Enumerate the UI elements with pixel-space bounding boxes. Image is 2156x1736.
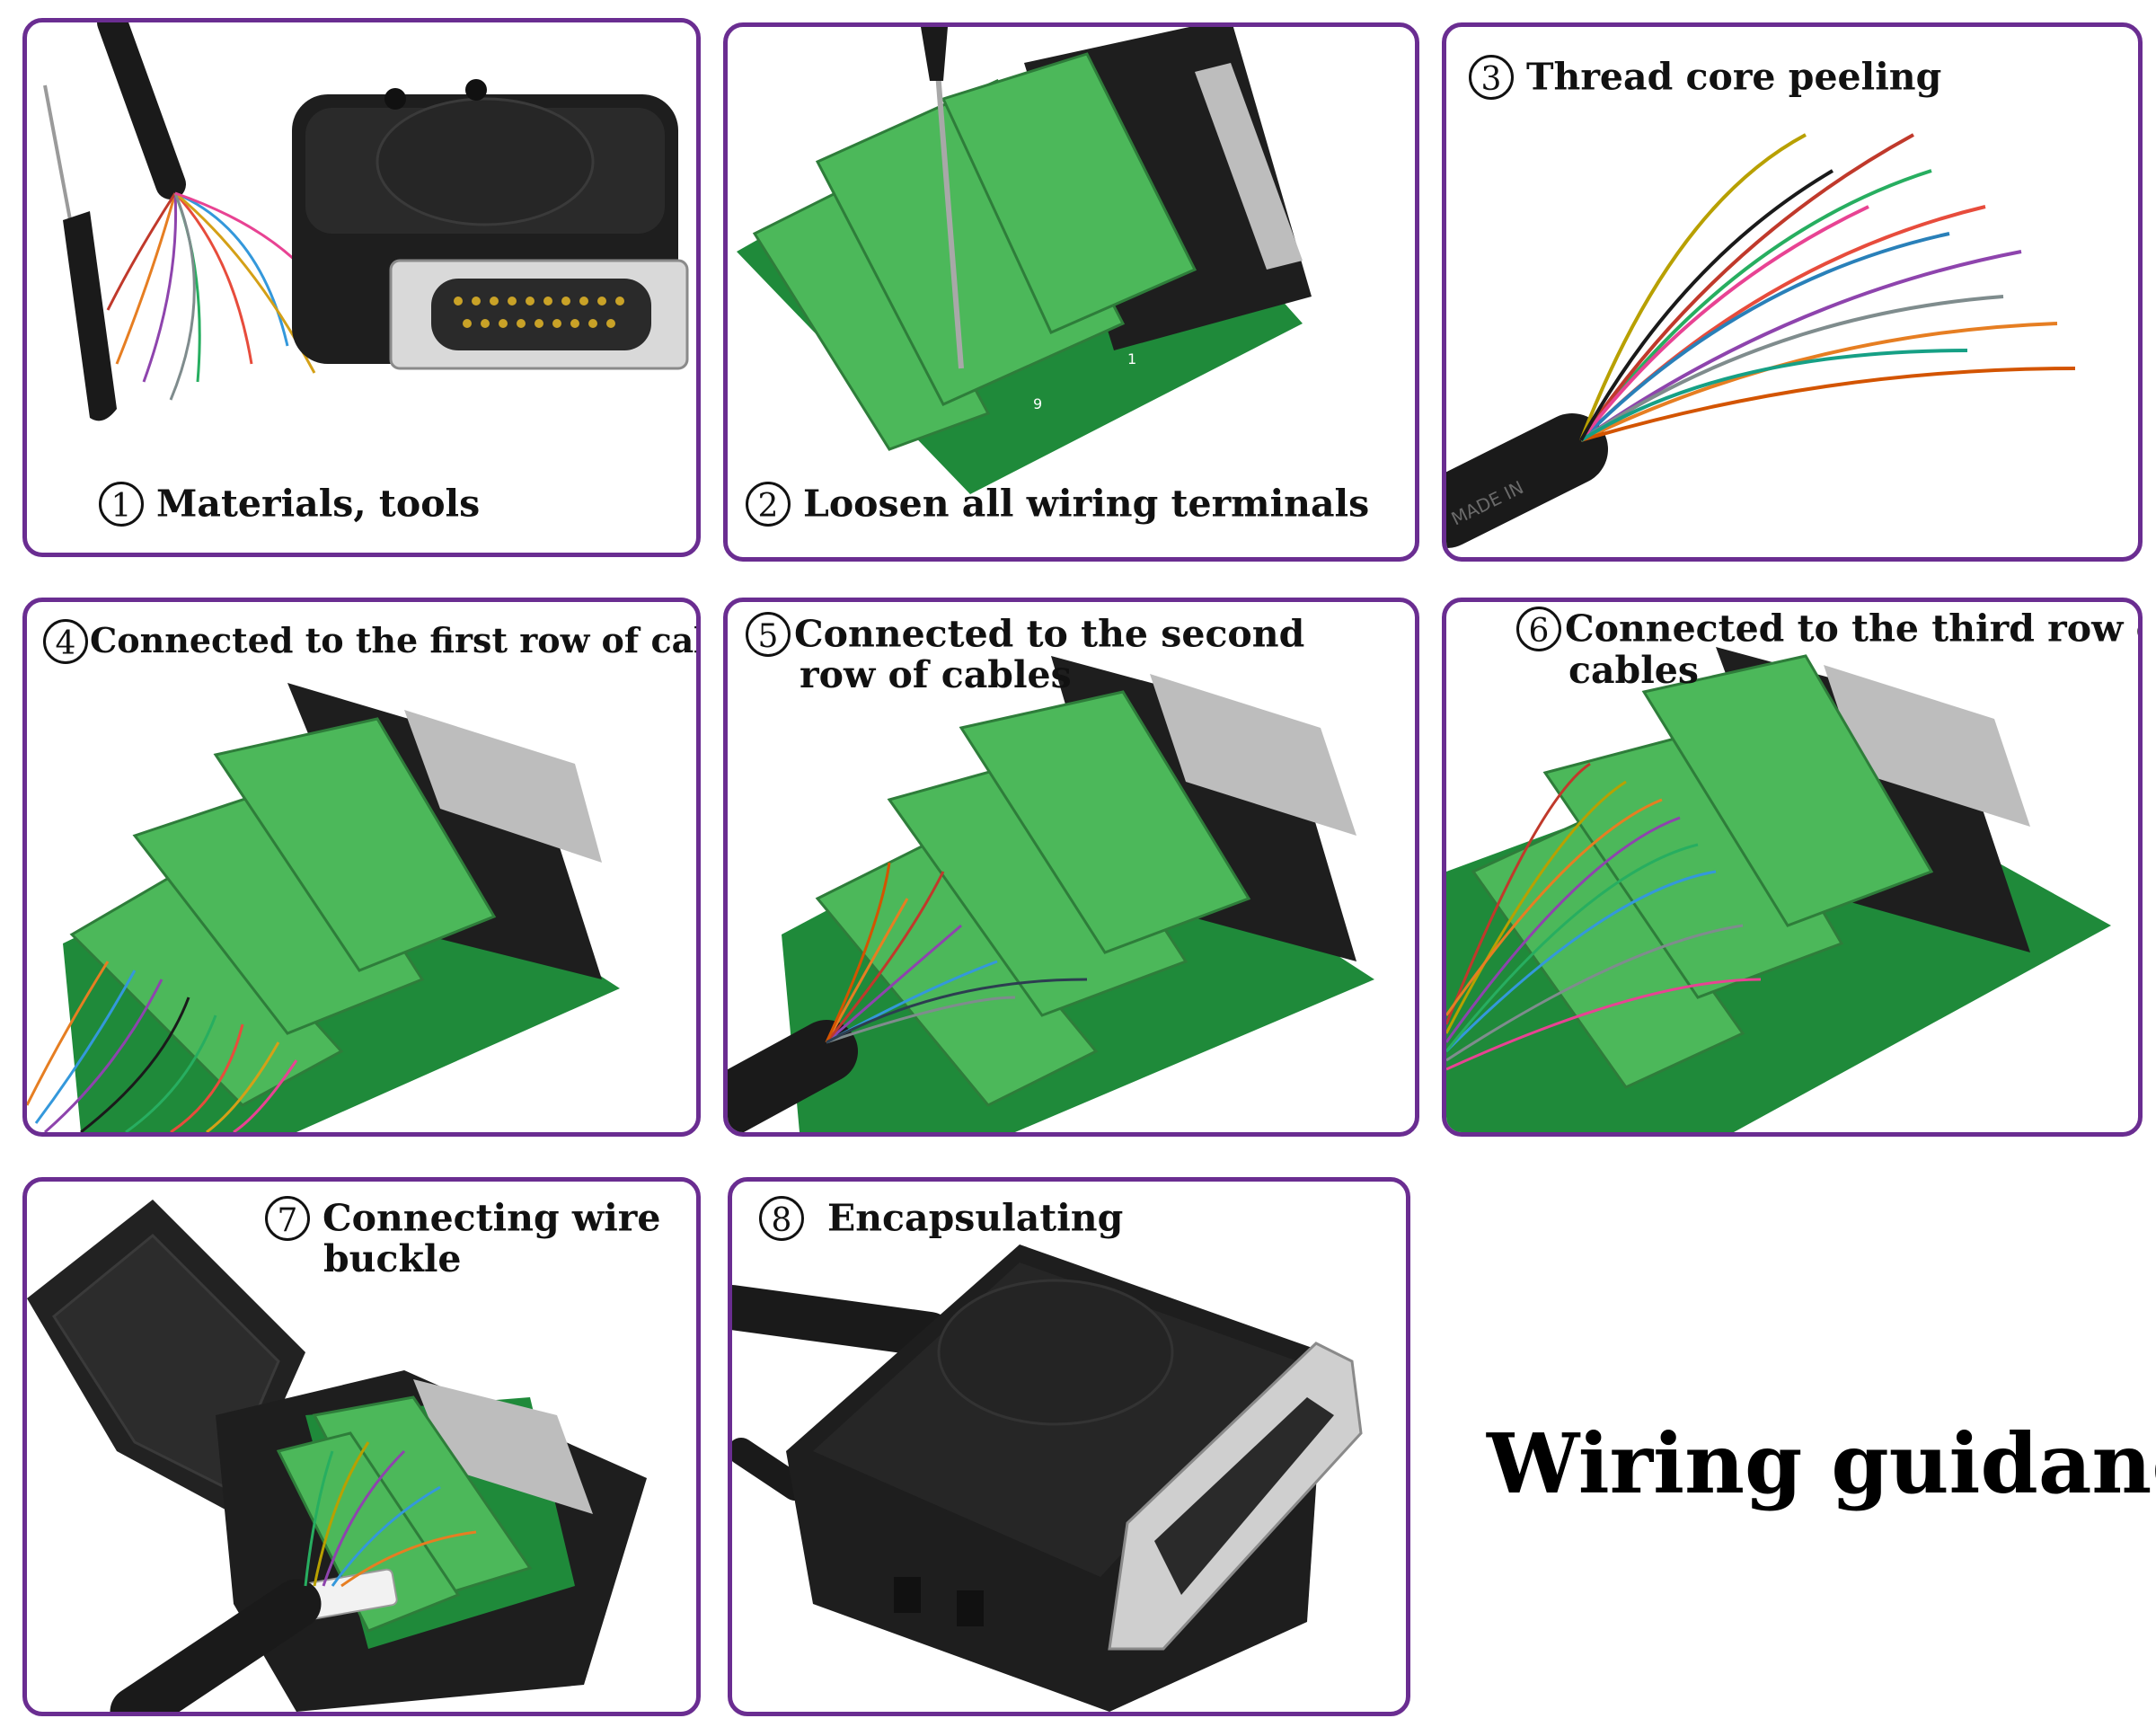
step-5-number: 5 (746, 611, 791, 657)
step-2-image (737, 27, 1312, 494)
step-6-image (1446, 647, 2111, 1132)
step-6-label-line2: cables (1568, 649, 1699, 692)
page-title: Wiring guidance (1487, 1415, 2156, 1512)
step-7-number: 7 (265, 1195, 310, 1241)
step-7-caption: 7 Connecting wire (265, 1193, 660, 1241)
step-1-image (43, 22, 689, 421)
step-3-image: MADE IN (1446, 133, 2076, 548)
step-7-label-line1: Connecting wire (323, 1196, 661, 1240)
step-5-label-line2: row of cables (800, 653, 1072, 696)
step-8-number: 8 (759, 1195, 804, 1241)
step-8-image (732, 1244, 1363, 1712)
step-3-caption: 3 Thread core peeling (1469, 52, 1941, 100)
step-3-panel: MADE IN 3 Thread core peeling (1442, 22, 2143, 562)
step-1-number: 1 (99, 481, 144, 527)
step-2-caption: 2 Loosen all wiring terminals (746, 479, 1369, 527)
step-3-number: 3 (1469, 54, 1514, 100)
step-8-label: Encapsulating (827, 1196, 1124, 1240)
step-5-label-line1: Connected to the second (794, 612, 1305, 656)
step-6-label-line1: Connected to the third row of (1565, 607, 2143, 651)
step-1-label: Materials, tools (156, 482, 481, 526)
step-4-label: Connected to the first row of cables (90, 620, 696, 661)
step-6-number: 6 (1516, 606, 1561, 651)
step-8-caption: 8 Encapsulating (759, 1193, 1123, 1241)
step-2-number: 2 (746, 481, 791, 527)
step-3-label: Thread core peeling (1526, 55, 1942, 99)
step-4-image (27, 683, 620, 1132)
step-1-caption: 1 Materials, tools (99, 479, 480, 527)
board-mark-1: 1 (1127, 350, 1137, 368)
step-7-panel: 7 Connecting wire buckle (22, 1177, 701, 1716)
step-7-label-line2: buckle (323, 1237, 462, 1280)
board-mark-9: 9 (1033, 395, 1043, 412)
step-1-panel: 1 Materials, tools (22, 18, 701, 557)
step-7-image (27, 1200, 647, 1712)
step-8-panel: 8 Encapsulating (728, 1177, 1410, 1716)
step-2-label: Loosen all wiring terminals (803, 482, 1370, 526)
step-4-number: 4 (43, 618, 88, 664)
step-5-image (728, 656, 1374, 1132)
